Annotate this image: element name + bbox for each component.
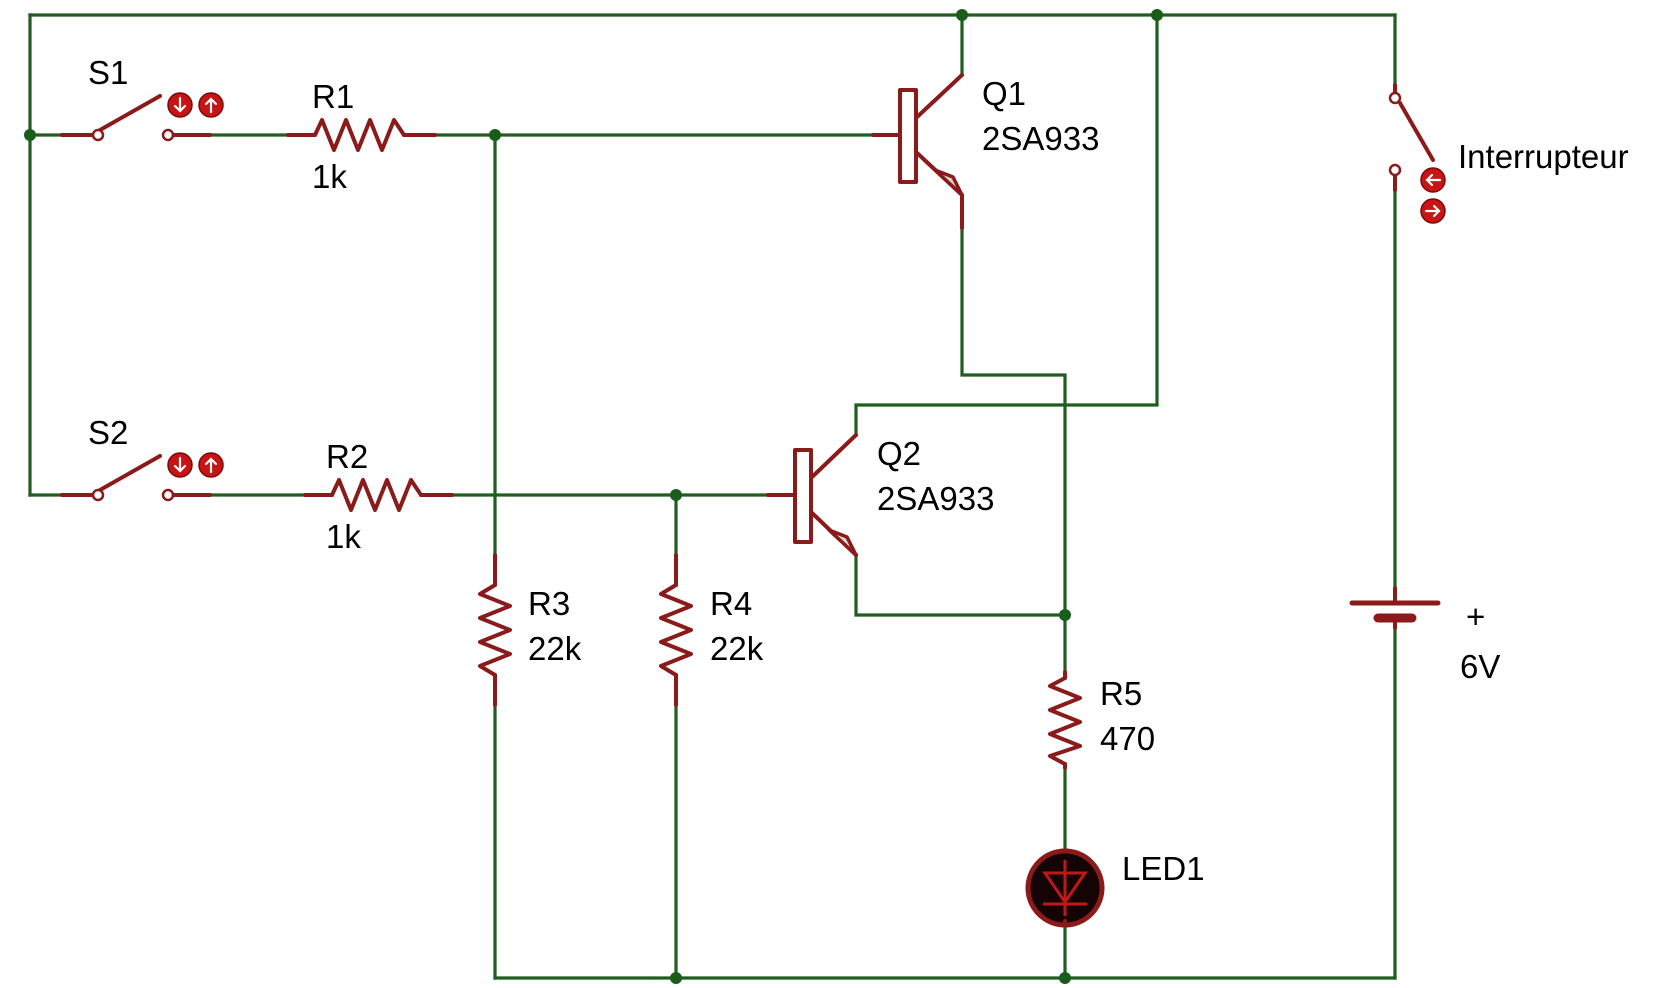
main-switch-right-button[interactable] bbox=[1420, 198, 1446, 224]
arrow-up-icon bbox=[204, 457, 218, 474]
led-1: LED1 bbox=[1025, 848, 1205, 928]
resistor-r4-value: 22k bbox=[710, 630, 764, 667]
switch-contact bbox=[91, 128, 105, 142]
resistor-r4-ref: R4 bbox=[710, 585, 752, 622]
battery-6v: + 6V bbox=[1349, 586, 1500, 685]
junction-dot bbox=[24, 129, 36, 141]
junction-dot bbox=[1059, 609, 1071, 621]
transistor-q1: Q1 2SA933 bbox=[871, 73, 1099, 230]
resistor-zigzag bbox=[659, 583, 693, 677]
resistor-r1: R1 1k bbox=[286, 78, 437, 195]
resistor-r2-ref: R2 bbox=[326, 438, 368, 475]
switch-s1[interactable]: S1 bbox=[60, 54, 212, 142]
arrow-down-icon bbox=[173, 96, 187, 113]
wire-q2-emitter bbox=[854, 553, 1067, 617]
transistor-q2-part: 2SA933 bbox=[877, 480, 994, 517]
switch-s2[interactable]: S2 bbox=[60, 414, 212, 502]
junction-dot bbox=[1059, 972, 1071, 984]
transistor-q1-ref: Q1 bbox=[982, 75, 1026, 112]
switch-s1-open-button[interactable] bbox=[198, 92, 224, 118]
junction-dot bbox=[1151, 9, 1163, 21]
resistor-r5-ref: R5 bbox=[1100, 675, 1142, 712]
resistor-r5: R5 470 bbox=[1048, 670, 1155, 770]
resistor-zigzag bbox=[1048, 676, 1082, 766]
transistor-base-bar bbox=[793, 448, 813, 544]
transistor-emitter-arrow bbox=[933, 168, 964, 197]
resistor-r5-value: 470 bbox=[1100, 720, 1155, 757]
resistor-zigzag bbox=[330, 478, 423, 512]
main-switch[interactable]: Interrupteur bbox=[1388, 83, 1629, 192]
switch-contact bbox=[91, 488, 105, 502]
resistor-r4: R4 22k bbox=[659, 553, 764, 707]
junction-dot bbox=[956, 9, 968, 21]
transistor-emitter-arrow bbox=[827, 528, 858, 557]
transistor-q1-part: 2SA933 bbox=[982, 120, 1099, 157]
junction-dot bbox=[670, 972, 682, 984]
resistor-r1-value: 1k bbox=[312, 158, 347, 195]
switch-lever bbox=[98, 454, 162, 492]
transistor-q2: Q2 2SA933 bbox=[766, 433, 994, 557]
junctions bbox=[24, 9, 1163, 984]
battery-polarity: + bbox=[1466, 598, 1485, 635]
transistor-collector bbox=[809, 433, 858, 480]
resistor-r2: R2 1k bbox=[303, 438, 454, 555]
switch-lever bbox=[98, 94, 162, 132]
arrow-left-icon bbox=[1425, 173, 1442, 187]
wire-q1-emitter bbox=[960, 226, 1067, 617]
resistor-r3-value: 22k bbox=[528, 630, 582, 667]
junction-dot bbox=[489, 129, 501, 141]
switch-s2-label: S2 bbox=[88, 414, 128, 451]
switch-lever bbox=[1398, 101, 1435, 162]
main-switch-label: Interrupteur bbox=[1458, 138, 1629, 175]
switch-contact bbox=[1388, 91, 1402, 105]
arrow-right-icon bbox=[1424, 204, 1441, 218]
resistor-r2-value: 1k bbox=[326, 518, 361, 555]
resistor-zigzag bbox=[478, 583, 512, 677]
junction-dot bbox=[670, 489, 682, 501]
arrow-up-icon bbox=[204, 97, 218, 114]
resistor-r3-ref: R3 bbox=[528, 585, 570, 622]
switch-s1-label: S1 bbox=[88, 54, 128, 91]
transistor-base-bar bbox=[898, 88, 918, 184]
resistor-r1-ref: R1 bbox=[312, 78, 354, 115]
switch-s2-close-button[interactable] bbox=[167, 452, 193, 478]
switch-s1-close-button[interactable] bbox=[167, 92, 193, 118]
led-1-ref: LED1 bbox=[1122, 850, 1205, 887]
wires bbox=[28, 13, 1397, 980]
switch-contact bbox=[161, 128, 175, 142]
switch-s2-open-button[interactable] bbox=[198, 452, 224, 478]
switch-contact bbox=[161, 488, 175, 502]
arrow-down-icon bbox=[173, 456, 187, 473]
resistor-zigzag bbox=[313, 118, 406, 152]
resistor-r3: R3 22k bbox=[478, 553, 582, 707]
wire-q2-collector bbox=[854, 13, 1159, 437]
main-switch-left-button[interactable] bbox=[1420, 167, 1446, 193]
transistor-q2-ref: Q2 bbox=[877, 435, 921, 472]
battery-voltage: 6V bbox=[1460, 648, 1500, 685]
switch-contact bbox=[1388, 163, 1402, 177]
transistor-collector bbox=[914, 73, 964, 120]
